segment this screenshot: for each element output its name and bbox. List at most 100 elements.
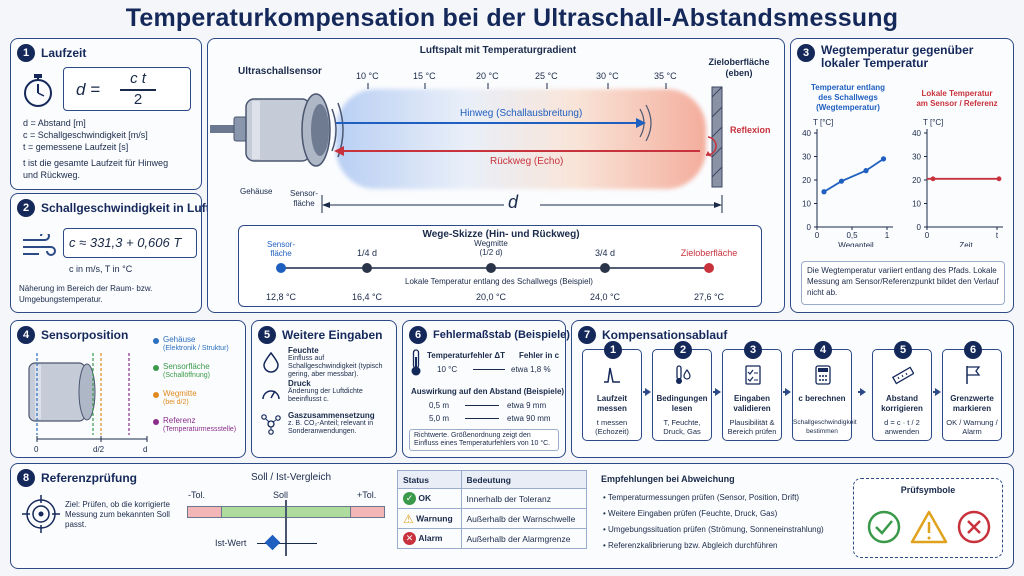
y-axis-label: T [°C] (813, 118, 833, 127)
status-desc: Innerhalb der Toleranz (460, 488, 588, 509)
sketch-point: Zieloberfläche (680, 248, 738, 258)
step-number: 1 (17, 44, 35, 62)
calculator-icon (815, 365, 831, 385)
input-label: Gaszusammensetzung (288, 411, 375, 420)
sketch-temp: 24,0 °C (589, 292, 621, 302)
panel-title: Kompensationsablauf (602, 328, 728, 342)
y-tick-label: 0 (807, 223, 812, 232)
sketch-caption: Lokale Temperatur entlang des Schallwegs… (359, 277, 639, 286)
panel-title-line2: lokaler Temperatur (821, 56, 929, 70)
flow-arrow (783, 388, 791, 396)
y-tick-label: 0 (917, 223, 922, 232)
sketch-temp: 20,0 °C (475, 292, 507, 302)
temperature-gradient (336, 89, 706, 189)
fehler-note: Richtwerte. Größenordnung zeigt den Einf… (409, 429, 559, 451)
wegtemperatur-point (838, 178, 845, 184)
plus-tol-label: +Tol. (357, 490, 377, 500)
panel-title: Sensorposition (41, 328, 129, 342)
wege-skizze: Wege-Skizze (Hin- und Rückweg) Sensor- f… (238, 225, 762, 307)
sketch-path (276, 263, 714, 273)
legend-sub: (Temperaturmessstelle) (163, 426, 237, 433)
step-number: 4 (17, 326, 35, 344)
sketch-title: Wege-Skizze (Hin- und Rückweg) (422, 229, 580, 240)
fehler-header-dt: Temperaturfehler ΔT (427, 351, 506, 360)
stopwatch-icon (24, 74, 52, 107)
ist-marker (264, 534, 281, 551)
sensor-position-diagram (28, 353, 148, 442)
laufzeit-note: t ist die gesamte Laufzeit für Hinweg un… (23, 158, 169, 180)
x-tick-label: 0 (815, 231, 820, 240)
distance-example: 5,0 m (429, 414, 450, 423)
step-number: 1 (604, 341, 622, 359)
step-desc: OK / Warnung / Alarm (946, 418, 998, 436)
check-icon: ✓ (403, 492, 416, 505)
lokal-temperatur-point (996, 176, 1002, 182)
sound-path-arrows (334, 104, 717, 157)
y-tick-label: 30 (802, 153, 811, 162)
status-alarm: Alarm (418, 532, 443, 543)
distance-error: etwa 90 mm (507, 414, 551, 423)
step-number: 6 (964, 341, 982, 359)
panel-title: Schallgeschwindigkeit in Luft (41, 201, 210, 215)
goal-text: Ziel: Prüfen, ob die korrigierte Messung… (65, 500, 170, 529)
gehaeuse-label: Gehäuse (240, 187, 273, 196)
legend-dot (153, 365, 159, 371)
lokal-temperatur-point (930, 176, 936, 182)
panel-sensorposition: 4 Sensorposition 0 d/2 d Gehäuse(Elektro… (10, 320, 246, 458)
panel-referenzpruefung: 8 Referenzprüfung Ziel: Prüfen, ob die k… (10, 463, 1014, 569)
y-tick-label: 10 (802, 200, 811, 209)
y-tick-label: 30 (912, 153, 921, 162)
target-surface (711, 86, 723, 188)
sketch-point: Wegmitte (1/2 d) (474, 239, 508, 257)
sketch-temp: 27,6 °C (693, 292, 725, 302)
step-number: 8 (17, 469, 35, 487)
ruler-icon (892, 366, 914, 385)
input-desc: z. B. CO₂-Anteil; relevant in Sonderanwe… (288, 420, 374, 435)
wegtemperatur-point (821, 189, 827, 195)
panel-schallgeschwindigkeit: 2 Schallgeschwindigkeit in Luft c ≈ 331,… (10, 193, 210, 313)
rec-title: Empfehlungen bei Abweichung (601, 474, 735, 484)
status-ok: OK (418, 492, 432, 503)
temp-label: 25 °C (535, 71, 558, 81)
step-number: 7 (578, 326, 596, 344)
legend-dot (153, 338, 159, 344)
step-label: Grenzwerte markieren (950, 394, 994, 413)
step-label: Bedingungen lesen (656, 394, 708, 413)
step-label: Abstand korrigieren (881, 394, 923, 413)
legend-label: Referenz (163, 416, 196, 425)
temp-label: 20 °C (476, 71, 499, 81)
warning-icon: ⚠ (403, 511, 414, 526)
input-label: Druck (288, 379, 311, 388)
alarm-icon: ✕ (403, 532, 416, 545)
distance-label: d (508, 192, 519, 212)
cmp-title: Soll / Ist-Vergleich (250, 472, 332, 483)
rueckweg-label: Rückweg (Echo) (490, 156, 564, 167)
panel-schallweg: Luftspalt mit Temperaturgradient Ultrasc… (207, 38, 785, 313)
step-number: 4 (814, 341, 832, 359)
rec-item: • Umgebungssituation prüfen (Strömung, S… (603, 525, 824, 534)
ist-axis (257, 543, 317, 544)
table-row: ✕ Alarm Außerhalb der Alarmgrenze (397, 528, 588, 549)
sensor-title: Ultraschallsensor (238, 66, 322, 77)
ultrasonic-sensor (210, 93, 344, 167)
flag-icon (966, 366, 981, 384)
panel-title: Weitere Eingaben (282, 328, 383, 342)
flow-arrow (933, 388, 941, 396)
sketch-point: Sensor- fläche (266, 240, 295, 258)
x-axis-label: Weganteil (838, 241, 874, 247)
flow-arrow (858, 388, 866, 396)
step-label: c berechnen (798, 394, 846, 403)
fehler-dt-value: 10 °C (437, 365, 458, 374)
sketch-point: 1/4 d (356, 248, 378, 258)
speed-unit: c in m/s, T in °C (69, 264, 133, 274)
wegtemperatur-line (823, 158, 885, 193)
formula-denominator: 2 (133, 91, 143, 108)
temp-label: 15 °C (413, 71, 436, 81)
step-desc: d = c · t / 2 anwenden (884, 418, 920, 436)
speed-formula: c ≈ 331,3 + 0,606 T (63, 228, 197, 258)
ist-label: Ist-Wert (215, 538, 247, 548)
x-tick-label: 0 (925, 231, 930, 240)
